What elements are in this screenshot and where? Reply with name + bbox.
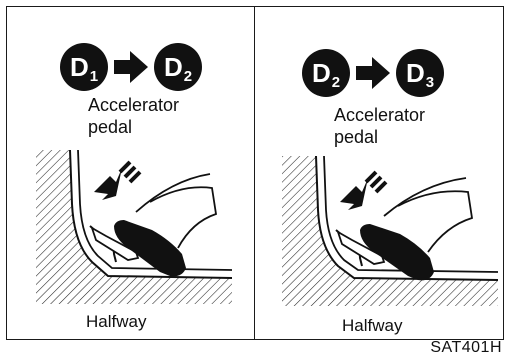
gear-letter: D [163, 52, 183, 82]
floor-line-inner [323, 155, 498, 273]
gear-number: 2 [183, 68, 193, 85]
gear-letter: D [311, 58, 331, 88]
floor-hatch [36, 150, 232, 304]
gear-number: 2 [331, 74, 341, 91]
gear-letter: D [405, 58, 425, 88]
foot-icon [360, 177, 474, 281]
right-arrow-icon [356, 57, 390, 89]
accelerator-pedal-icon [335, 229, 386, 267]
accelerator-pedal-label: Accelerator pedal [88, 94, 179, 138]
label-line-1: Accelerator [88, 95, 180, 115]
label-line-1: Accelerator [334, 105, 426, 125]
figure-frame [6, 6, 504, 340]
figure-code: SAT401H [430, 339, 502, 356]
foot-icon [114, 173, 218, 277]
accelerator-pedal-icon [89, 225, 140, 263]
floor-line-inner [77, 149, 232, 271]
floor-line-outer [69, 149, 232, 279]
position-label: Halfway [342, 316, 403, 335]
floor-line-outer [315, 155, 498, 281]
label-line-2: pedal [88, 117, 133, 137]
press-direction-arrow-icon [94, 160, 142, 200]
floor-hatch [282, 156, 498, 306]
pedal-scene [36, 149, 232, 304]
press-direction-arrow-icon [340, 170, 388, 210]
accelerator-pedal-label: Accelerator pedal [334, 104, 425, 148]
panel-divider [254, 6, 255, 340]
label-line-2: pedal [334, 127, 379, 147]
pedal-scene [282, 155, 498, 306]
right-arrow-icon [114, 51, 148, 83]
position-label: Halfway [86, 312, 147, 331]
gear-letter: D [69, 52, 89, 82]
gear-number: 3 [425, 74, 435, 91]
gear-number: 1 [89, 68, 99, 85]
